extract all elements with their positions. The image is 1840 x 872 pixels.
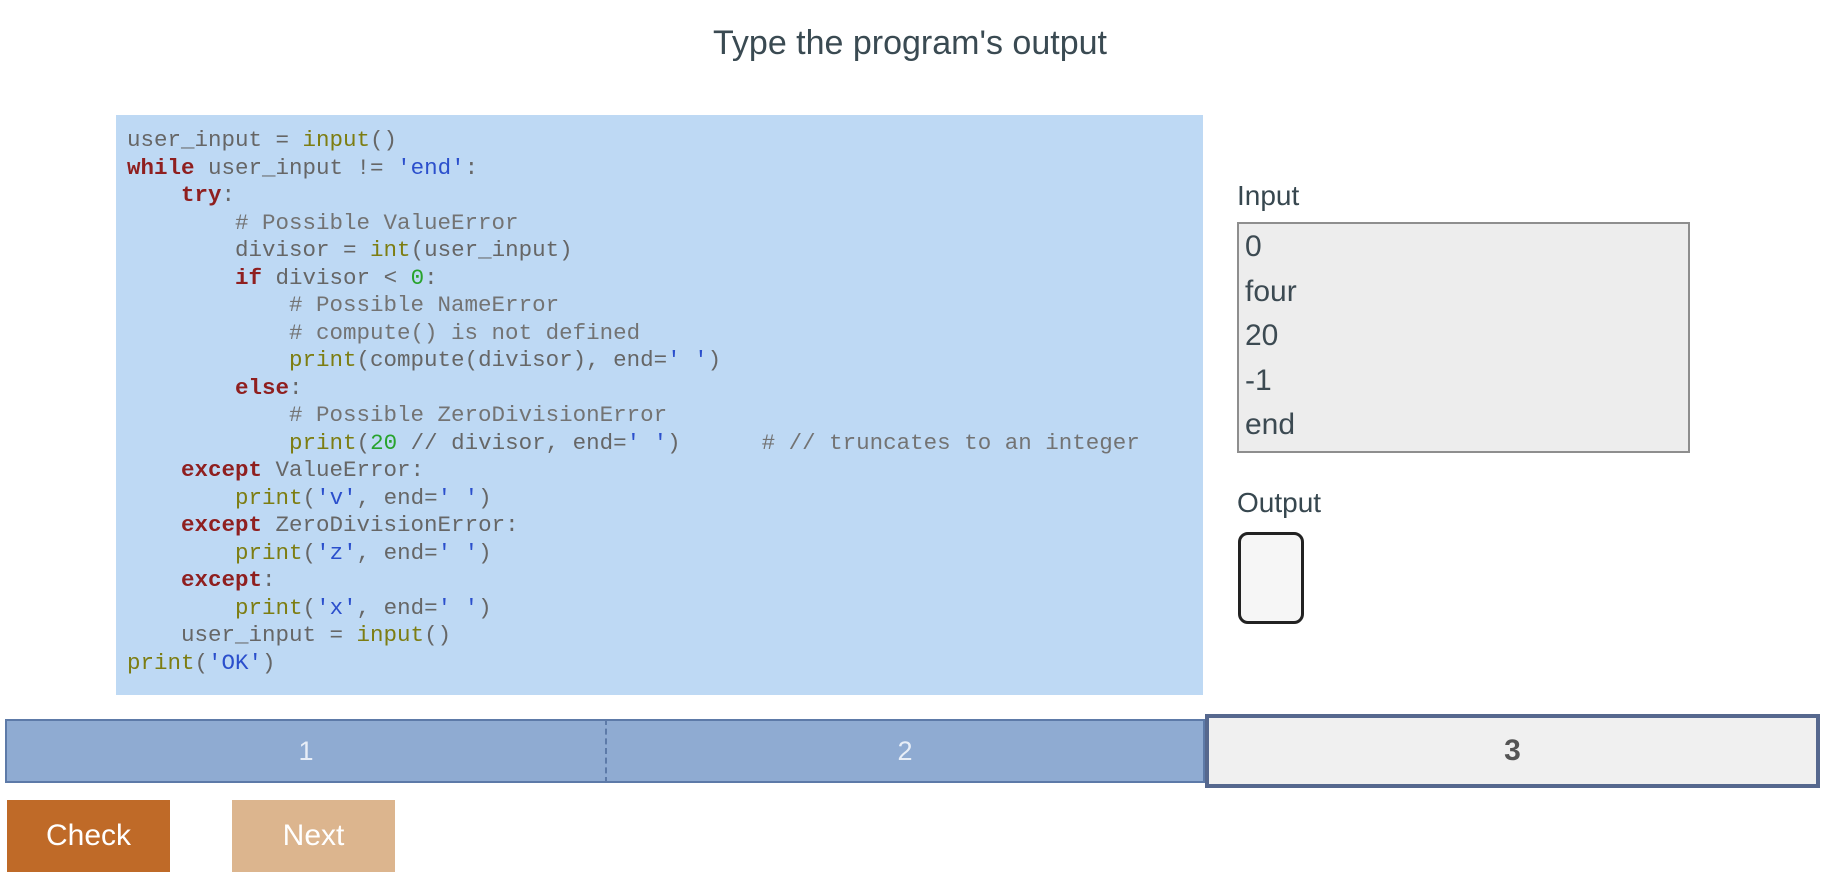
code-block: user_input = input()while user_input != … bbox=[116, 115, 1203, 695]
code-line: try: bbox=[181, 182, 236, 208]
output-label: Output bbox=[1237, 487, 1322, 518]
code-line: print('v', end=' ') bbox=[235, 484, 492, 511]
code-line: print('x', end=' ') bbox=[235, 594, 492, 621]
input-label: Input bbox=[1237, 180, 1300, 211]
page-title: Type the program's output bbox=[713, 24, 1107, 62]
code-line: if divisor < 0: bbox=[235, 264, 438, 291]
code-line: print(20 // divisor, end=' ') # // trunc… bbox=[289, 429, 1140, 456]
code-line: # Possible NameError bbox=[127, 292, 560, 318]
code-line: while user_input != 'end': bbox=[127, 154, 479, 181]
code-line: except ValueError: bbox=[181, 457, 425, 483]
code-line: # Possible ZeroDivisionError bbox=[127, 402, 668, 428]
code-line: user_input = input() bbox=[127, 127, 398, 153]
code-line: # Possible ValueError bbox=[127, 209, 519, 236]
code-line: except: bbox=[181, 567, 276, 593]
input-values-box: 0 four 20 -1 end bbox=[1237, 222, 1690, 453]
output-answer-input[interactable] bbox=[1238, 532, 1304, 624]
code-line: user_input = input() bbox=[127, 622, 452, 648]
check-button[interactable]: Check bbox=[7, 800, 170, 872]
progress-step-1: 1 bbox=[5, 719, 607, 783]
code-line: divisor = int(user_input) bbox=[127, 237, 573, 263]
code-line: # compute() is not defined bbox=[127, 319, 641, 346]
next-button[interactable]: Next bbox=[232, 800, 395, 872]
code-line: else: bbox=[235, 374, 303, 401]
code-line: print('OK') bbox=[127, 649, 276, 676]
code-line: print(compute(divisor), end=' ') bbox=[289, 347, 722, 373]
code-line: except ZeroDivisionError: bbox=[181, 512, 519, 538]
progress-step-2: 2 bbox=[607, 719, 1205, 783]
code-line: print('z', end=' ') bbox=[235, 539, 492, 566]
progress-step-3: 3 bbox=[1205, 714, 1820, 788]
